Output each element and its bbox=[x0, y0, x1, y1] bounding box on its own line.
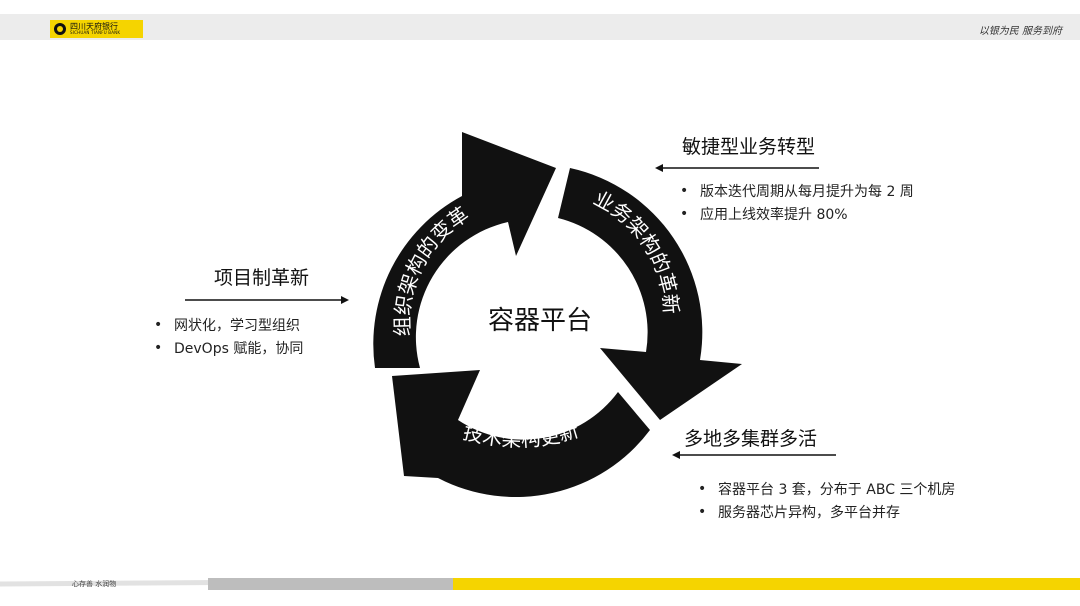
cycle-arrow-technology bbox=[392, 370, 650, 498]
section-title-project: 项目制革新 bbox=[214, 267, 310, 289]
cycle-arrow-organization bbox=[373, 132, 556, 368]
section-title-multisite: 多地多集群多活 bbox=[684, 428, 818, 450]
center-label: 容器平台 bbox=[487, 306, 592, 336]
list-item: •DevOps 赋能，协同 bbox=[154, 339, 304, 357]
bullets-agile: •版本迭代周期从每月提升为每 2 周 •应用上线效率提升 80% bbox=[680, 179, 914, 225]
list-item: •容器平台 3 套，分布于 ABC 三个机房 bbox=[698, 480, 956, 498]
section-title-agile: 敏捷型业务转型 bbox=[682, 136, 816, 158]
logo-text: 四川天府银行 SICHUAN TIANFU BANK bbox=[70, 23, 120, 35]
logo-name-en: SICHUAN TIANFU BANK bbox=[70, 30, 121, 35]
list-item: •应用上线效率提升 80% bbox=[680, 205, 848, 223]
bank-logo[interactable]: 四川天府银行 SICHUAN TIANFU BANK bbox=[50, 20, 143, 38]
bullets-project: •网状化，学习型组织 •DevOps 赋能，协同 bbox=[154, 313, 303, 359]
panda-emblem-icon bbox=[54, 23, 66, 35]
footer-text: 心存善 水润物 bbox=[72, 580, 117, 588]
bullets-multisite: •容器平台 3 套，分布于 ABC 三个机房 •服务器芯片异构，多平台并存 bbox=[698, 477, 955, 523]
header-slogan: 以银为民 服务到府 bbox=[978, 26, 1062, 37]
footer-gray-bar bbox=[208, 578, 453, 590]
header-band bbox=[0, 14, 1080, 40]
logo-name-cn: 四川天府银行 bbox=[70, 22, 118, 31]
right-arrow-icon bbox=[185, 296, 349, 304]
list-item: •版本迭代周期从每月提升为每 2 周 bbox=[680, 182, 914, 200]
left-arrow-icon bbox=[672, 451, 836, 459]
cycle-arrow-business bbox=[558, 168, 742, 420]
list-item: •网状化，学习型组织 bbox=[154, 316, 300, 334]
left-arrow-icon bbox=[655, 164, 819, 172]
footer-yellow-bar bbox=[453, 578, 1080, 590]
list-item: •服务器芯片异构，多平台并存 bbox=[698, 503, 900, 521]
